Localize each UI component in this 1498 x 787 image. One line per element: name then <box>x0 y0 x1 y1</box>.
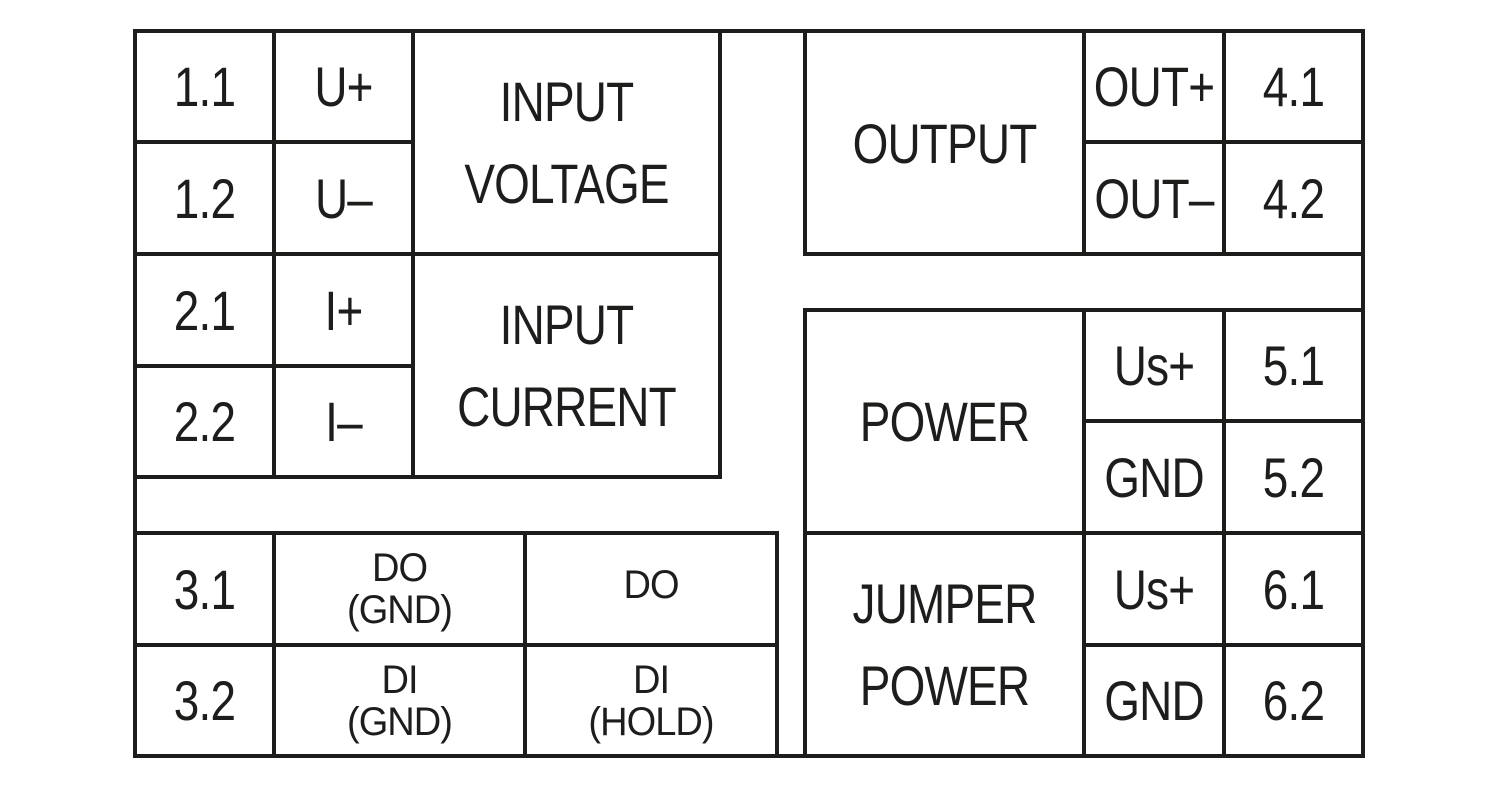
pin-6-1: 6.1 <box>1262 557 1325 621</box>
do-gnd-label: DO (GND) <box>346 546 453 632</box>
pin-2-1: 2.1 <box>173 278 236 342</box>
signal-u-plus: U+ <box>314 55 373 118</box>
input-current-label: INPUT CURRENT <box>457 293 677 438</box>
pin-6-2: 6.2 <box>1262 669 1325 732</box>
pin-1-2: 1.2 <box>173 166 236 230</box>
input-voltage-label: INPUT VOLTAGE <box>464 70 669 215</box>
pin-2-2: 2.2 <box>173 390 236 453</box>
pin-4-2: 4.2 <box>1262 166 1325 230</box>
signal-out-minus: OUT– <box>1094 166 1214 230</box>
signal-us-plus-6: Us+ <box>1113 557 1195 621</box>
pin-4-1: 4.1 <box>1262 55 1325 118</box>
outer-frame <box>133 29 1365 758</box>
di-hold-label: DI (HOLD) <box>588 657 714 744</box>
pin-1-1: 1.1 <box>173 55 236 118</box>
do-label: DO <box>623 563 679 607</box>
power-label: POWER <box>859 390 1030 453</box>
di-gnd-label: DI (GND) <box>346 657 453 744</box>
pin-5-2: 5.2 <box>1262 445 1325 509</box>
jumper-power-label: JUMPER POWER <box>852 571 1038 717</box>
signal-u-minus: U– <box>314 166 373 230</box>
pin-3-2: 3.2 <box>173 669 236 732</box>
signal-i-plus: I+ <box>324 278 364 342</box>
signal-gnd-6: GND <box>1104 669 1204 732</box>
output-label: OUTPUT <box>852 111 1038 175</box>
signal-us-plus-5: Us+ <box>1113 334 1195 397</box>
pin-3-1: 3.1 <box>173 557 236 621</box>
signal-out-plus: OUT+ <box>1093 55 1215 118</box>
signal-i-minus: I– <box>325 390 362 453</box>
pin-5-1: 5.1 <box>1262 334 1325 397</box>
signal-gnd-5: GND <box>1104 445 1204 509</box>
